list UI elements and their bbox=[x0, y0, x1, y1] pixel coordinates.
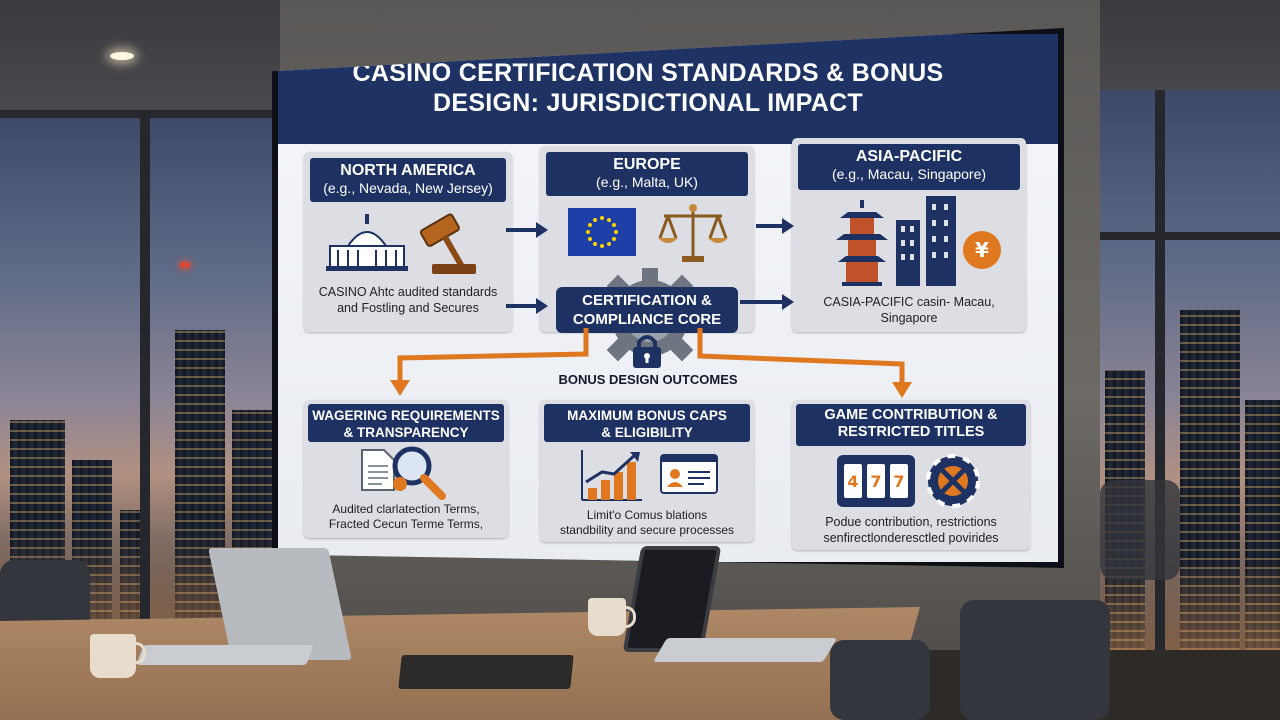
city-building bbox=[1180, 310, 1240, 650]
slide-title: CASINO CERTIFICATION STANDARDS & BONUS D… bbox=[318, 58, 978, 118]
office-chair bbox=[1100, 480, 1180, 580]
padlock-icon bbox=[633, 335, 661, 368]
magnifier-icon bbox=[392, 446, 446, 500]
orange-flow-arrows bbox=[390, 328, 912, 398]
region-description: CASINO Ahtc audited standards and Fostli… bbox=[310, 284, 506, 316]
outcome-title-line2: & TRANSPARENCY bbox=[343, 425, 469, 440]
outcome-description: Podue contribution, restrictions senfire… bbox=[796, 514, 1026, 546]
region-header: ASIA-PACIFIC (e.g., Macau, Singapore) bbox=[798, 144, 1020, 190]
capitol-building-icon bbox=[326, 214, 408, 271]
region-description: CASIA-PACIFIC casin- Macau, Singapore bbox=[798, 294, 1020, 326]
growth-bar-chart-icon bbox=[581, 450, 642, 501]
slide-title-line2: DESIGN: JURISDICTIONAL IMPACT bbox=[432, 89, 863, 117]
outcome-header: WAGERING REQUIREMENTS & TRANSPARENCY bbox=[308, 404, 504, 442]
svg-text:4: 4 bbox=[847, 472, 858, 491]
region-description-line1: CASIA-PACIFIC casin- Macau, bbox=[823, 295, 995, 309]
scales-of-justice-icon bbox=[658, 204, 728, 262]
region-subtitle: (e.g., Nevada, New Jersey) bbox=[323, 180, 493, 196]
window-frame bbox=[1095, 232, 1280, 240]
region-subtitle: (e.g., Malta, UK) bbox=[596, 174, 698, 190]
arrow-right-icon bbox=[756, 218, 794, 234]
id-card-icon bbox=[660, 454, 718, 494]
region-header: NORTH AMERICA (e.g., Nevada, New Jersey) bbox=[310, 158, 506, 202]
outcome-description: Audited clarlatection Terms, Fracted Cec… bbox=[308, 502, 504, 532]
arrow-right-icon bbox=[740, 294, 794, 310]
region-name: EUROPE bbox=[613, 156, 681, 173]
outcome-title-line2: & ELIGIBILITY bbox=[601, 425, 693, 440]
region-description-line1: CASINO Ahtc audited standards bbox=[318, 285, 498, 299]
coffee-mug bbox=[90, 634, 146, 678]
outcome-description-line2: standbility and secure processes bbox=[559, 523, 735, 537]
coffee-mug bbox=[588, 598, 636, 636]
skyscraper-icon bbox=[896, 196, 956, 286]
window-mullion bbox=[140, 110, 150, 630]
laptop-left-base bbox=[136, 645, 314, 665]
infographic-slide: CASINO CERTIFICATION STANDARDS & BONUS D… bbox=[278, 34, 1058, 562]
region-description-line2: and Fostling and Secures bbox=[337, 301, 479, 315]
outcome-title-line2: RESTRICTED TITLES bbox=[837, 424, 985, 440]
title-bar: CASINO CERTIFICATION STANDARDS & BONUS D… bbox=[278, 34, 1058, 144]
region-name: NORTH AMERICA bbox=[340, 162, 476, 179]
certification-compliance-core: CERTIFICATION & COMPLIANCE CORE bbox=[556, 287, 738, 333]
svg-text:7: 7 bbox=[870, 472, 881, 491]
arrow-right-icon bbox=[506, 298, 548, 314]
region-card-north-america: NORTH AMERICA (e.g., Nevada, New Jersey) bbox=[304, 152, 512, 332]
laptop-right-base bbox=[653, 638, 837, 662]
outcome-description: Limit'o Comus blations standbility and s… bbox=[544, 508, 750, 538]
outcome-description-line1: Limit'o Comus blations bbox=[586, 508, 708, 522]
gavel-icon bbox=[419, 213, 476, 274]
core-line1: CERTIFICATION & bbox=[582, 292, 712, 309]
window-frame bbox=[0, 110, 290, 118]
region-subtitle: (e.g., Macau, Singapore) bbox=[831, 166, 987, 182]
outcome-description-line2: senfirectlonderesctled povirides bbox=[823, 531, 999, 545]
outcome-title-line1: MAXIMUM BONUS CAPS bbox=[567, 408, 727, 423]
wall-display: CASINO CERTIFICATION STANDARDS & BONUS D… bbox=[272, 28, 1064, 568]
outcome-card-wagering: WAGERING REQUIREMENTS & TRANSPARENCY Aud… bbox=[304, 400, 508, 538]
region-card-asia-pacific: ASIA-PACIFIC (e.g., Macau, Singapore) bbox=[792, 138, 1026, 332]
outcome-header: MAXIMUM BONUS CAPS & ELIGIBILITY bbox=[544, 404, 750, 442]
outcome-title-line1: WAGERING REQUIREMENTS bbox=[312, 408, 500, 423]
pagoda-icon bbox=[836, 200, 888, 286]
restricted-chip-icon bbox=[926, 454, 980, 508]
yen-coin-icon: ¥ bbox=[963, 231, 1001, 269]
outcome-description-line2: Fracted Cecun Terme Terms, bbox=[328, 517, 484, 531]
notebook bbox=[398, 655, 574, 689]
outcome-card-bonus-caps: MAXIMUM BONUS CAPS & ELIGIBILITY bbox=[540, 400, 754, 542]
document-icon bbox=[361, 449, 395, 491]
region-header: EUROPE (e.g., Malta, UK) bbox=[546, 152, 748, 196]
outcome-description-line1: Podue contribution, restrictions bbox=[825, 515, 997, 529]
region-description-line2: Singapore bbox=[880, 311, 938, 325]
aircraft-warning-light bbox=[180, 262, 190, 268]
svg-text:7: 7 bbox=[893, 472, 904, 491]
eu-flag-icon bbox=[568, 208, 636, 256]
region-name: ASIA-PACIFIC bbox=[855, 148, 963, 165]
outcome-title-line1: GAME CONTRIBUTION & bbox=[824, 407, 998, 423]
laptop-left-lid bbox=[208, 548, 352, 660]
ceiling-light bbox=[110, 52, 134, 60]
slide-title-line1: CASINO CERTIFICATION STANDARDS & BONUS bbox=[352, 59, 944, 87]
window-mullion bbox=[1155, 90, 1165, 650]
bonus-design-outcomes-label: BONUS DESIGN OUTCOMES bbox=[558, 372, 738, 387]
office-chair bbox=[830, 640, 930, 720]
outcome-description-line1: Audited clarlatection Terms, bbox=[332, 502, 480, 516]
core-line2: COMPLIANCE CORE bbox=[572, 311, 722, 328]
arrow-right-icon bbox=[506, 222, 548, 238]
svg-text:¥: ¥ bbox=[975, 238, 989, 262]
city-building bbox=[1245, 400, 1280, 650]
outcome-header: GAME CONTRIBUTION & RESTRICTED TITLES bbox=[796, 404, 1026, 446]
office-chair bbox=[960, 600, 1110, 720]
